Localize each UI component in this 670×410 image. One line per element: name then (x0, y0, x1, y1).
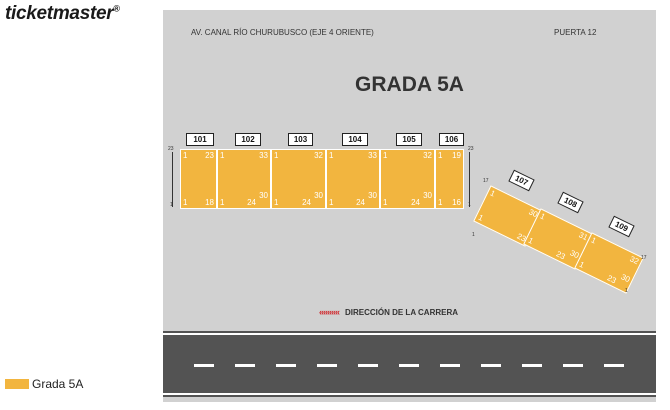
seat-number: 30 (423, 191, 432, 200)
seat-number: 23 (605, 273, 618, 286)
seat-number: 1 (220, 151, 225, 160)
section-label-102: 102 (235, 133, 261, 146)
lane-dash (481, 364, 501, 367)
lane-dash (563, 364, 583, 367)
lane-dash (399, 364, 419, 367)
direction-arrows-icon: ‹‹‹‹‹‹‹‹‹‹ (319, 307, 340, 317)
section-102[interactable]: 1 33 30 1 24 (217, 149, 271, 209)
legend-label: Grada 5A (32, 377, 84, 391)
lane-dash (194, 364, 214, 367)
seat-number: 1 (589, 235, 598, 246)
seat-number: 32 (314, 151, 323, 160)
row-number: 23 (168, 146, 174, 152)
seat-number: 23 (205, 151, 214, 160)
seat-number: 1 (183, 198, 188, 207)
seat-number: 1 (488, 188, 497, 199)
section-label-106: 106 (439, 133, 464, 146)
row-number: 1 (472, 232, 475, 238)
seat-number: 1 (329, 151, 334, 160)
seat-number: 1 (438, 198, 443, 207)
seat-number: 1 (438, 151, 443, 160)
registered-mark: ® (113, 3, 120, 14)
seat-number: 1 (526, 235, 535, 246)
row-indicator-left (172, 152, 173, 207)
section-label-101: 101 (186, 133, 214, 146)
direction-label: DIRECCIÓN DE LA CARRERA (344, 307, 459, 317)
seat-number: 23 (554, 249, 567, 262)
seat-number: 24 (247, 198, 256, 207)
seat-number: 24 (411, 198, 420, 207)
venue-map: AV. CANAL RÍO CHURUBUSCO (EJE 4 ORIENTE)… (163, 10, 656, 402)
map-title: GRADA 5A (355, 73, 464, 96)
seat-number: 19 (452, 151, 461, 160)
row-number: 17 (641, 255, 647, 261)
seat-number: 1 (476, 212, 485, 223)
lane-dash (358, 364, 378, 367)
logo-text: ticketmaster (5, 3, 114, 24)
seat-number: 32 (628, 254, 641, 267)
seat-number: 30 (619, 272, 632, 285)
section-label-109: 109 (608, 215, 635, 238)
seat-number: 1 (383, 198, 388, 207)
row-number: 1 (170, 202, 173, 208)
seat-number: 1 (577, 259, 586, 270)
row-number: 1 (625, 288, 628, 294)
seat-number: 1 (383, 151, 388, 160)
race-direction: ‹‹‹‹‹‹‹‹‹‹ DIRECCIÓN DE LA CARRERA (319, 307, 458, 317)
row-number: 17 (483, 178, 489, 184)
legend-swatch (5, 379, 29, 389)
section-label-107: 107 (508, 169, 535, 192)
seat-number: 32 (423, 151, 432, 160)
seat-number: 1 (538, 211, 547, 222)
seat-number: 16 (452, 198, 461, 207)
seat-number: 1 (274, 198, 279, 207)
section-104[interactable]: 1 33 30 1 24 (326, 149, 380, 209)
gate-label: PUERTA 12 (554, 28, 597, 37)
section-101[interactable]: 1 23 1 18 (180, 149, 217, 209)
lane-dash (276, 364, 296, 367)
section-label-105: 105 (396, 133, 422, 146)
legend: Grada 5A (5, 377, 83, 391)
lane-dash (317, 364, 337, 367)
lane-dash (604, 364, 624, 367)
section-label-108: 108 (557, 191, 584, 214)
seat-number: 18 (205, 198, 214, 207)
seat-number: 1 (329, 198, 334, 207)
lane-dash (235, 364, 255, 367)
seat-number: 30 (314, 191, 323, 200)
road-edge-line (163, 333, 656, 335)
street-name: AV. CANAL RÍO CHURUBUSCO (EJE 4 ORIENTE) (191, 28, 374, 37)
ticketmaster-logo: ticketmaster® (5, 3, 120, 25)
section-105[interactable]: 1 32 30 1 24 (380, 149, 435, 209)
seat-number: 1 (220, 198, 225, 207)
seat-number: 24 (356, 198, 365, 207)
seat-number: 1 (183, 151, 188, 160)
section-label-104: 104 (342, 133, 368, 146)
lane-dash (440, 364, 460, 367)
lane-dash (522, 364, 542, 367)
road (163, 331, 656, 397)
road-edge-line (163, 393, 656, 395)
row-number: 1 (468, 202, 471, 208)
seat-number: 1 (274, 151, 279, 160)
section-label-103: 103 (288, 133, 313, 146)
seat-number: 33 (259, 151, 268, 160)
row-indicator-right (469, 152, 470, 207)
section-103[interactable]: 1 32 30 1 24 (271, 149, 326, 209)
seat-number: 24 (302, 198, 311, 207)
section-106[interactable]: 1 19 1 16 (435, 149, 464, 209)
row-number: 23 (468, 146, 474, 152)
seat-number: 30 (259, 191, 268, 200)
seat-number: 30 (368, 191, 377, 200)
seat-number: 33 (368, 151, 377, 160)
